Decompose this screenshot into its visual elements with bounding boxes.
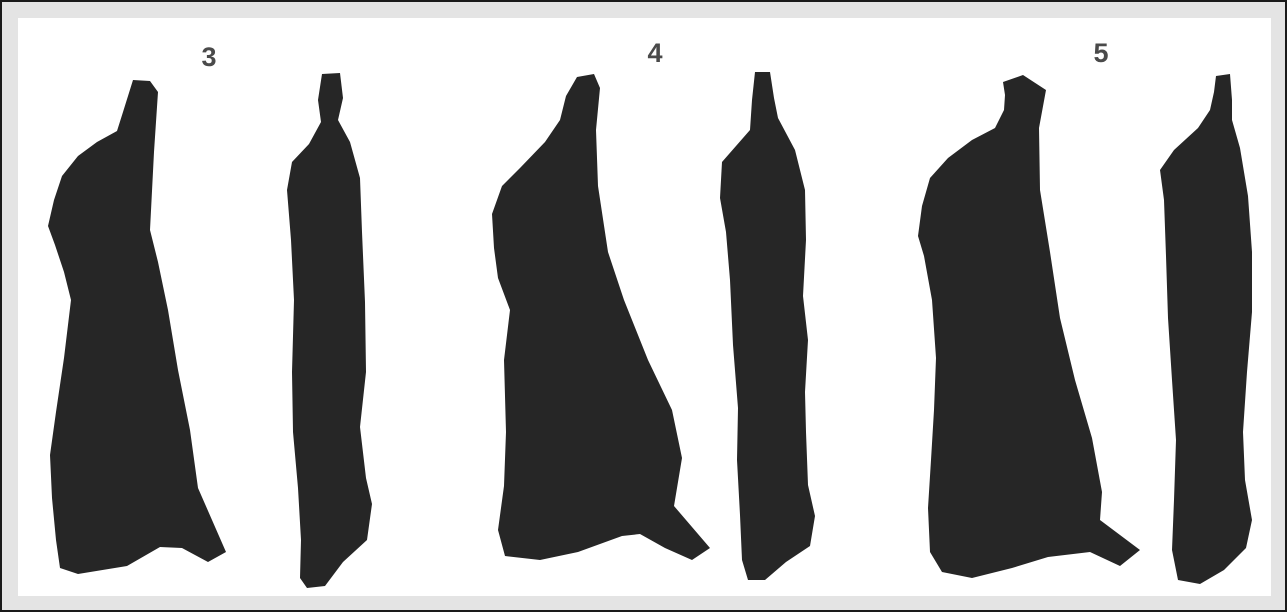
carcass-side-view — [48, 80, 226, 574]
carcass-front-view — [720, 72, 815, 580]
group-5: 5 — [918, 38, 1252, 584]
carcass-front-view — [287, 73, 372, 588]
carcass-front-view — [1160, 74, 1252, 584]
group-label-3: 3 — [201, 42, 216, 72]
group-label-4: 4 — [647, 38, 662, 68]
group-4: 4 — [492, 38, 815, 580]
group-3: 3 — [48, 42, 372, 588]
carcass-side-view — [918, 75, 1140, 578]
carcass-side-view — [492, 74, 710, 560]
group-label-5: 5 — [1093, 38, 1108, 68]
